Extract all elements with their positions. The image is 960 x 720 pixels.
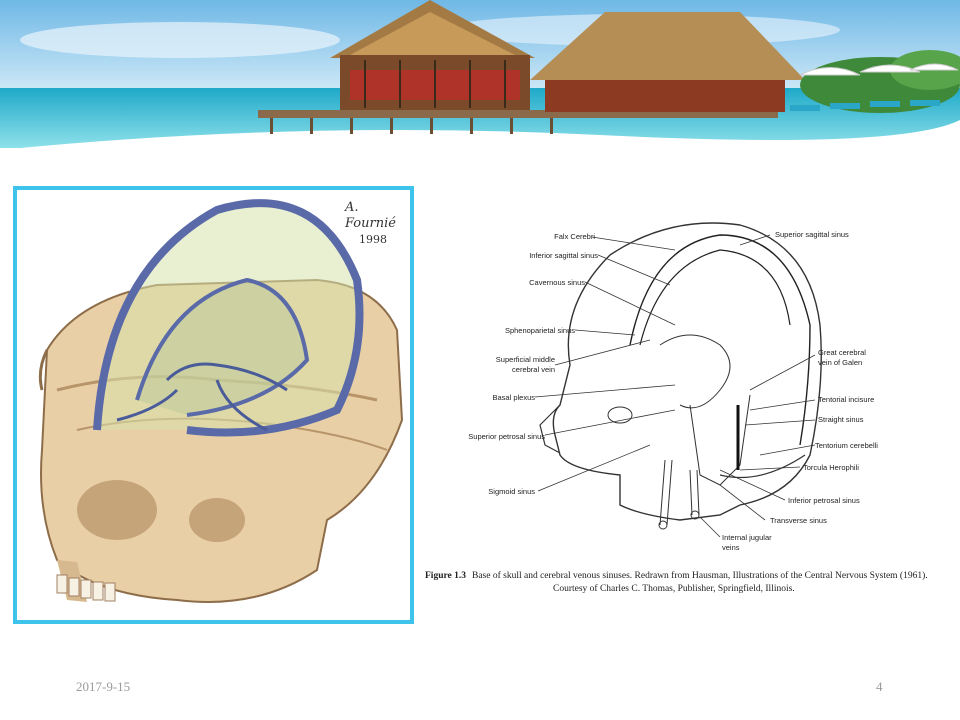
label-inferior-sagittal-sinus: Inferior sagittal sinus bbox=[529, 251, 598, 260]
label-sphenoparietal-sinus: Sphenoparietal sinus bbox=[504, 326, 575, 335]
label-straight-sinus: Straight sinus bbox=[818, 415, 864, 424]
label-sigmoid-sinus: Sigmoid sinus bbox=[488, 487, 535, 496]
label-superior-petrosal-sinus: Superior petrosal sinus bbox=[468, 432, 545, 441]
caption-line-2: Courtesy of Charles C. Thomas, Publisher… bbox=[553, 584, 795, 594]
label-transverse-sinus: Transverse sinus bbox=[770, 516, 827, 525]
label-internal-jugular: Internal jugular bbox=[722, 533, 772, 542]
slide-number: 4 bbox=[876, 679, 883, 694]
label-tentorium-cerebelli: Tentorium cerebelli bbox=[815, 441, 878, 450]
label-veins: veins bbox=[722, 543, 740, 552]
skull-illustration: A. Fournié 1998 bbox=[13, 186, 414, 624]
label-basal-plexus: Basal plexus bbox=[492, 393, 535, 402]
label-superior-sagittal-sinus: Superior sagittal sinus bbox=[775, 230, 849, 239]
label-torcula-herophili: Torcula Herophili bbox=[803, 463, 859, 472]
label-vein-of-galen: vein of Galen bbox=[818, 358, 863, 367]
banner-photo bbox=[0, 0, 960, 190]
label-superficial-middle: Superficial middle bbox=[495, 355, 555, 364]
artist-signature: A. Fournié 1998 bbox=[345, 200, 396, 246]
label-tentorial-incisure: Tentorial incisure bbox=[818, 395, 875, 404]
label-cavernous-sinus: Cavernous sinus bbox=[529, 278, 585, 287]
label-great-cerebral: Great cerebral bbox=[818, 348, 866, 357]
caption-line-1: Base of skull and cerebral venous sinuse… bbox=[472, 571, 928, 581]
label-cerebral-vein: cerebral vein bbox=[512, 365, 555, 374]
figure-caption: Figure 1.3 Base of skull and cerebral ven… bbox=[425, 570, 945, 596]
caption-figure-number: Figure 1.3 bbox=[425, 571, 466, 581]
slide-date: 2017-9-15 bbox=[76, 679, 131, 694]
label-falx-cerebri: Falx Cerebri bbox=[554, 232, 595, 241]
label-inferior-petrosal-sinus: Inferior petrosal sinus bbox=[788, 496, 860, 505]
venous-sinus-diagram: Falx Cerebri Inferior sagittal sinus Cav… bbox=[420, 215, 940, 605]
